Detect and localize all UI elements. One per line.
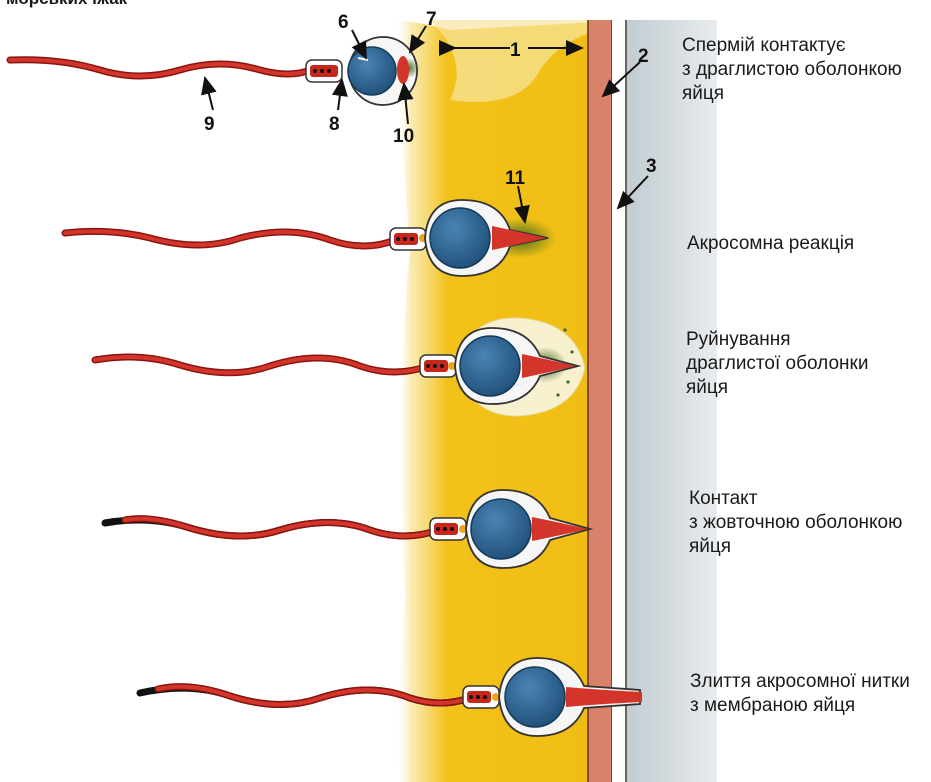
label-2: 2 — [638, 46, 649, 67]
caption-stage-3: Руйнування драглистої оболонки яйця — [686, 328, 868, 400]
label-3: 3 — [646, 156, 657, 177]
caption-stage-1: Спермій контактує з драглистою оболонкою… — [682, 34, 902, 106]
sperm-stage-5 — [140, 658, 642, 736]
sperm-stage-3 — [95, 318, 585, 416]
sperm-stage-4 — [105, 490, 590, 568]
egg-cytoplasm — [612, 20, 717, 782]
label-9: 9 — [204, 114, 215, 135]
label-7: 7 — [426, 9, 437, 30]
label-10: 10 — [393, 126, 414, 147]
sperm-stage-2 — [65, 200, 556, 276]
label-8: 8 — [329, 114, 340, 135]
label-1: 1 — [510, 40, 521, 61]
caption-stage-4: Контакт з жовточною оболонкою яйця — [689, 487, 902, 559]
sperm-stage-1 — [10, 37, 420, 105]
caption-stage-2: Акросомна реакція — [687, 232, 854, 256]
caption-stage-5: Злиття акросомної нитки з мембраною яйця — [690, 670, 910, 718]
label-6: 6 — [338, 12, 349, 33]
vitelline-layer — [588, 20, 612, 782]
label-11: 11 — [505, 168, 526, 189]
